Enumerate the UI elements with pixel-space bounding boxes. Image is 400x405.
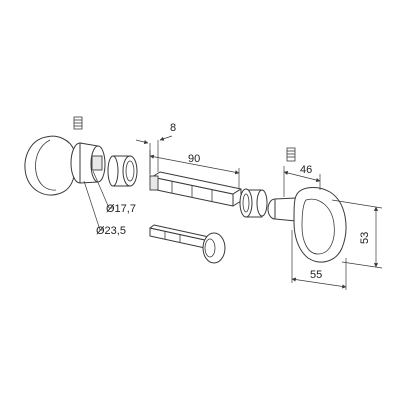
- left-set-screw: [73, 116, 83, 130]
- rose-diameter-small-label: Ø17,7: [106, 203, 136, 215]
- right-knob: [267, 147, 347, 263]
- dimension-knob-height: 53: [331, 199, 383, 269]
- square-width-label: 8: [170, 122, 176, 134]
- left-square-socket: [91, 155, 103, 171]
- knob-height-label: 53: [359, 232, 371, 244]
- knob-width-label: 55: [310, 269, 322, 281]
- dimension-spindle-length: 90: [149, 150, 240, 188]
- dimension-square-width: 8: [135, 122, 176, 174]
- right-set-screw: [286, 147, 296, 162]
- dimension-knob-projection: 46: [283, 164, 321, 197]
- square-spindle: [149, 171, 242, 207]
- spindle-length-label: 90: [188, 153, 200, 165]
- left-bush: [107, 155, 138, 187]
- right-bush: [239, 188, 268, 218]
- fixing-pin: [149, 224, 226, 264]
- rose-diameter-large-label: Ø23,5: [96, 225, 126, 237]
- dimension-knob-width: 55: [291, 230, 347, 290]
- left-knob-rose: [24, 116, 106, 196]
- knob-projection-label: 46: [300, 164, 312, 176]
- dimension-diameters: Ø17,7 Ø23,5: [83, 170, 136, 237]
